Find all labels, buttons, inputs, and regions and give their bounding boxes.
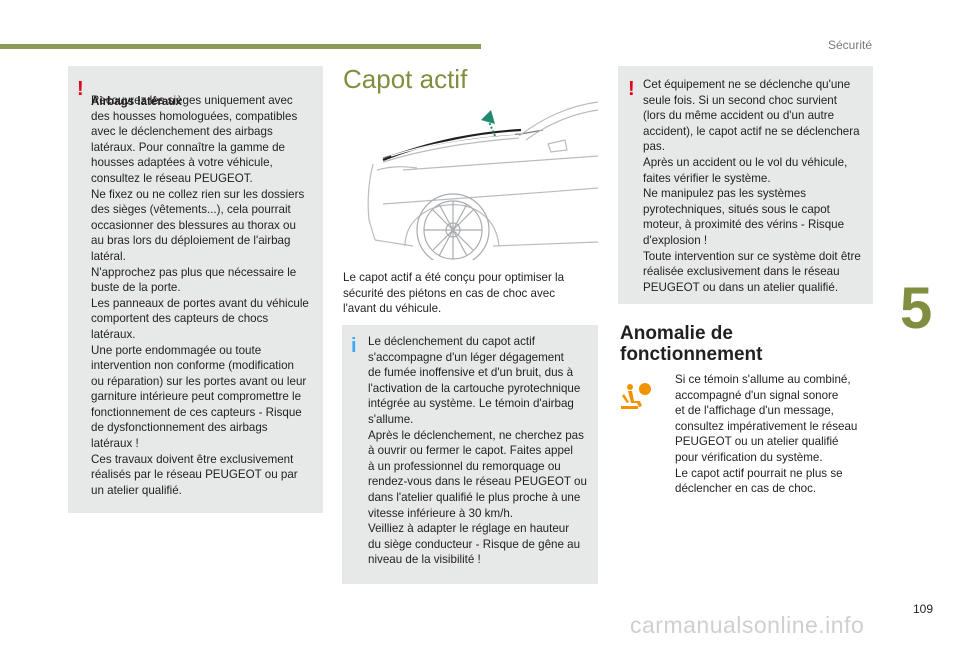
car-illustration	[367, 101, 598, 260]
warning-icon: !	[628, 78, 635, 100]
chapter-number: 5	[900, 276, 933, 341]
header-rule	[0, 44, 481, 49]
page-number: 109	[913, 602, 934, 616]
info-icon: i	[351, 335, 357, 357]
warning-box-capot	[618, 66, 873, 304]
airbag-warning-lamp-icon	[621, 383, 651, 409]
wheel-icon	[416, 193, 490, 260]
warning-icon: !	[77, 78, 84, 100]
capot-warning-text: Cet équipement ne se déclenche qu'une se…	[643, 78, 861, 294]
capot-intro: Le capot actif a été conçu pour optimise…	[343, 271, 565, 316]
anomalie-text: Si ce témoin s'allume au combiné, accomp…	[675, 373, 858, 496]
chapter-tab	[889, 262, 960, 356]
warning-box-side-airbags	[68, 66, 323, 513]
section-title: Sécurité	[828, 38, 873, 52]
capot-info-text: Le déclenchement du capot actif s'accomp…	[368, 335, 587, 567]
side-airbags-heading-text: Airbags latéraux	[91, 94, 182, 108]
watermark: carmanualsonline.info	[630, 612, 865, 638]
side-airbags-text: Recouvrez les sièges uniquement avec des…	[91, 94, 309, 497]
page-title: Capot actif	[343, 64, 468, 94]
arrow-up-icon	[481, 110, 496, 137]
anomalie-heading: Anomalie de fonctionnement	[620, 323, 763, 365]
info-box-capot	[342, 325, 598, 584]
side-airbags-heading: Airbags latéraux	[91, 78, 182, 109]
